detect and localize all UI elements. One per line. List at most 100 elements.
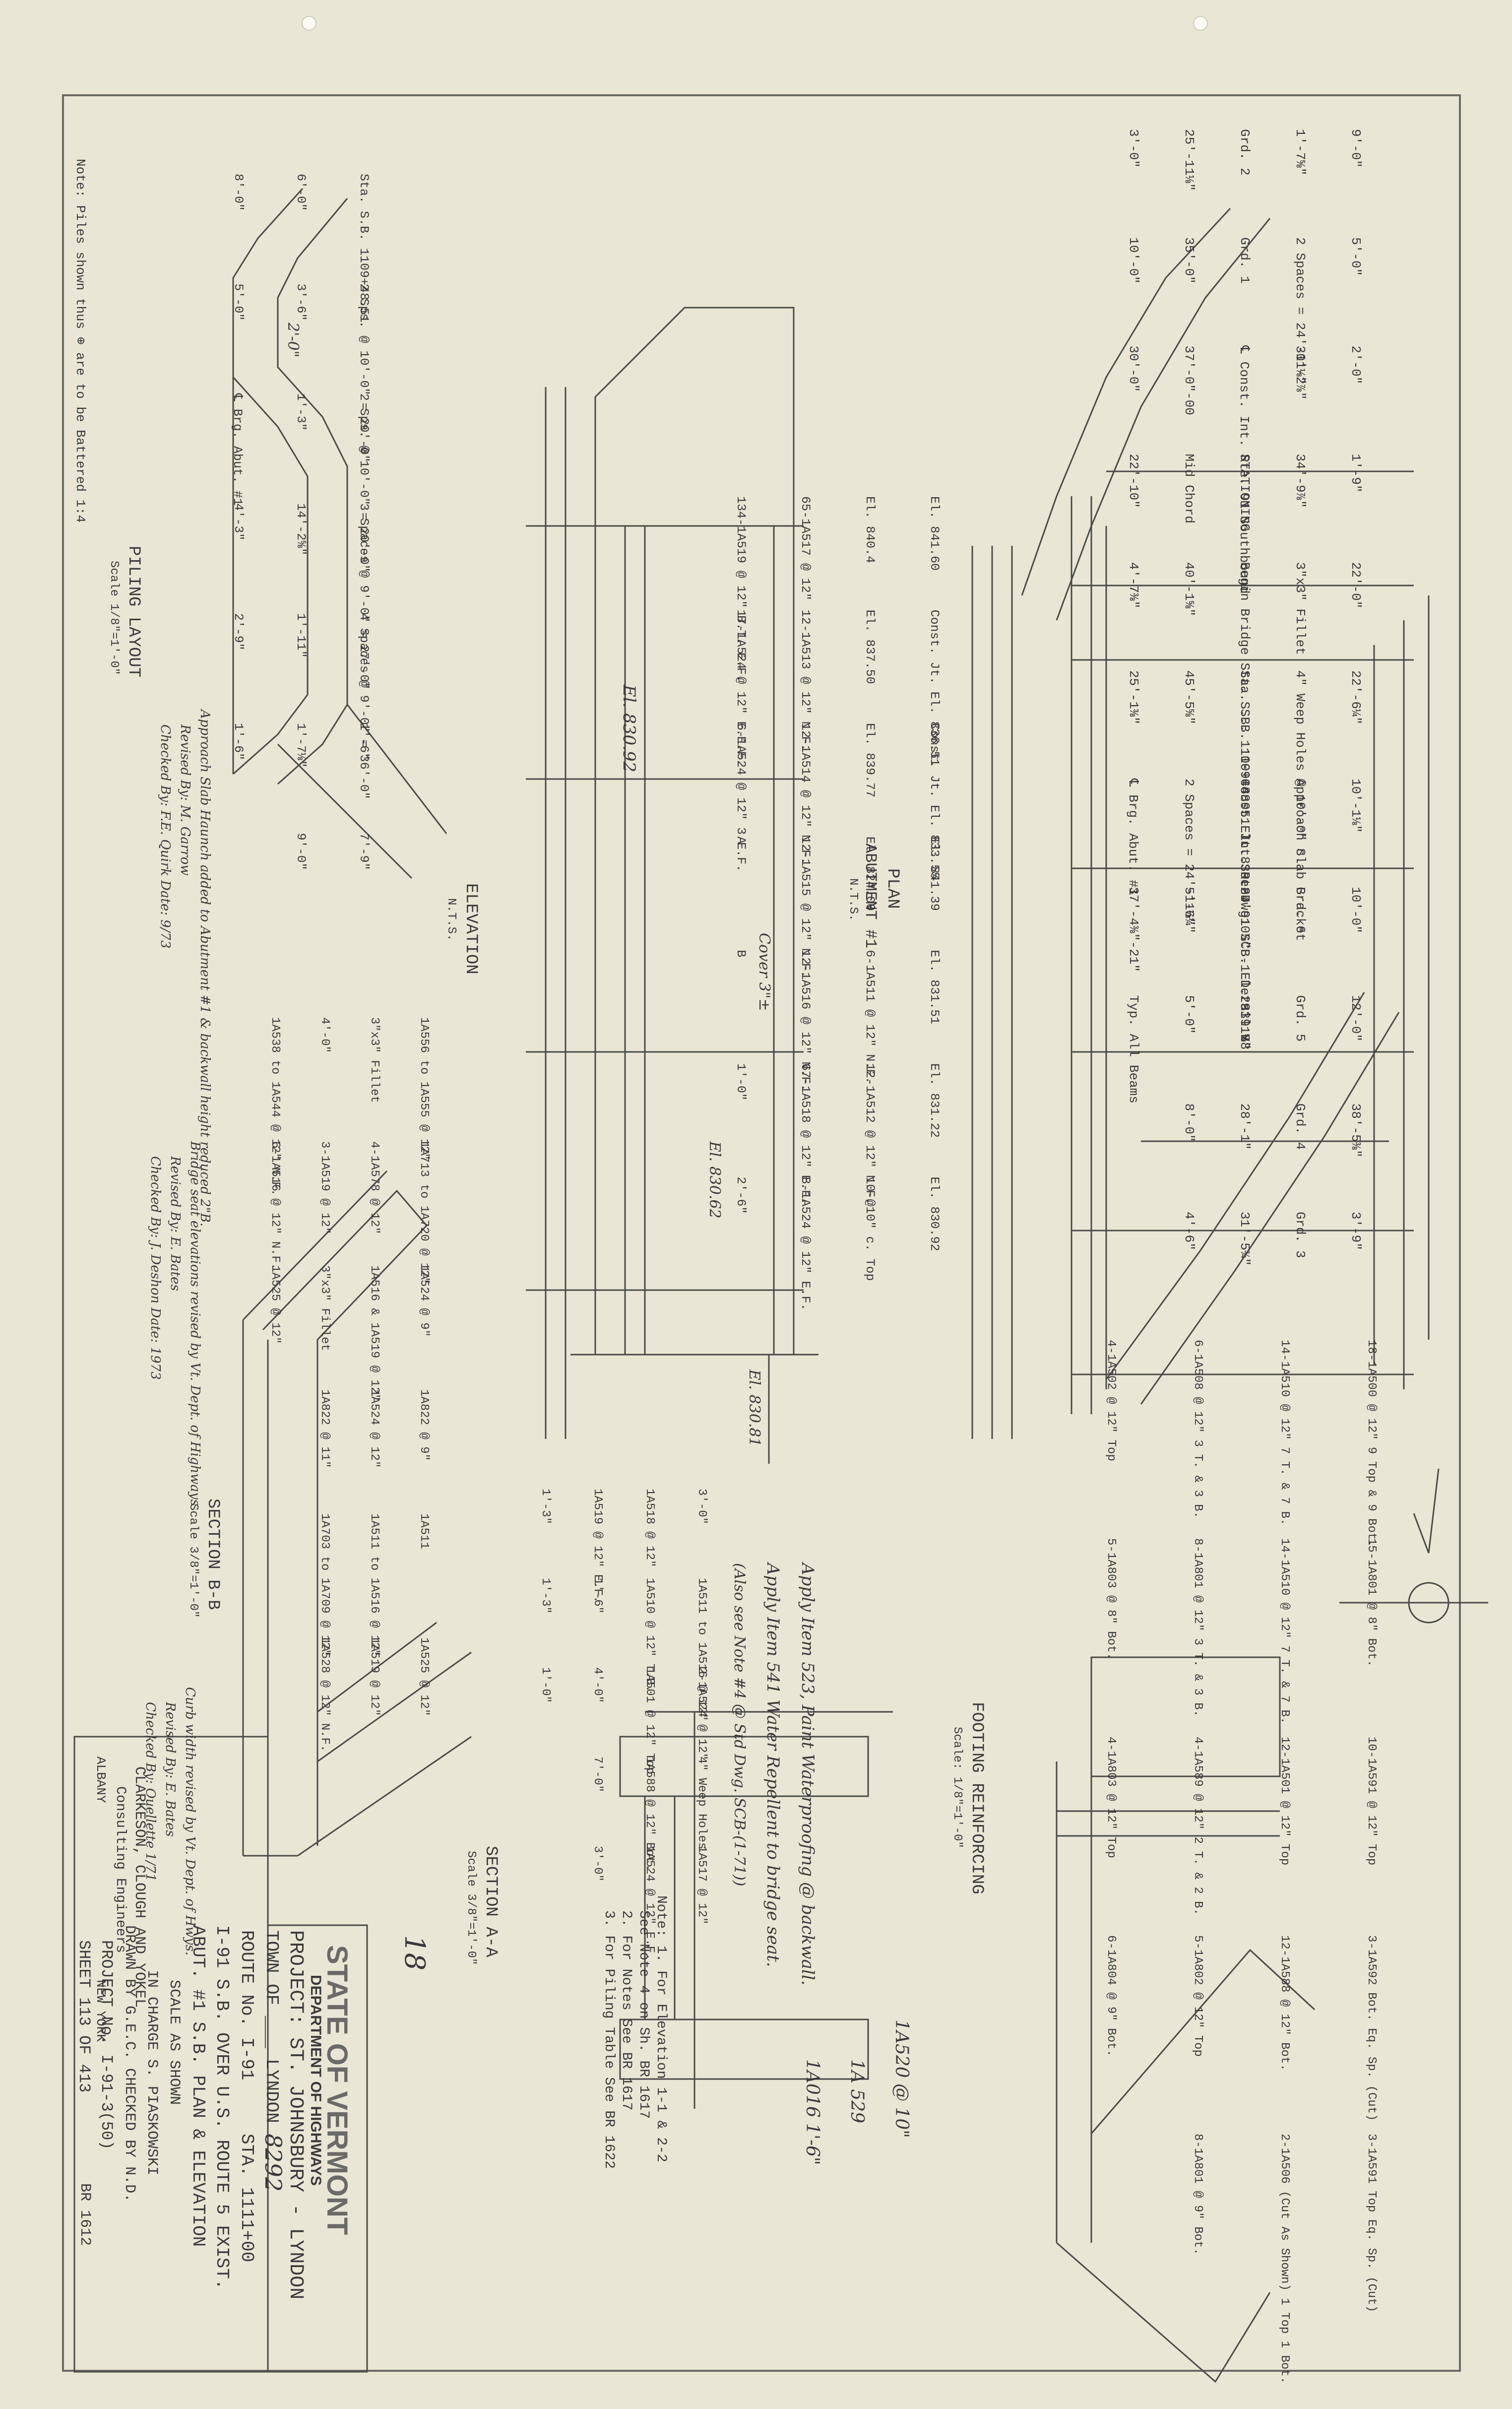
- footing-label: 15-1A801 @ 8" Bot.: [1365, 1538, 1378, 1667]
- title-sheet-title-1: I-91 S.B. OVER U.S. ROUTE 5 EXIST.: [212, 1925, 232, 2290]
- plan-label: 10'-0": [1126, 237, 1141, 284]
- piling-label: 4 Spaces @ 9'-0" = 36'-0": [357, 613, 371, 799]
- footing-label: 5-1A802 @ 12" Top: [1191, 1935, 1204, 2057]
- plan-view-linework: [971, 207, 1430, 1439]
- plan-label: Grd. 5: [1293, 995, 1308, 1042]
- hw-callout-1: 1A520 @ 10": [891, 2019, 912, 2138]
- section-aa-label: 1A518 @ 12": [643, 1489, 656, 1567]
- plan-label: 28'-1": [1237, 1103, 1252, 1150]
- elevation-label: 1'-0": [734, 1063, 748, 1101]
- title-state: STATE OF VERMONT: [321, 1945, 353, 2235]
- section-bb-label: 3-1A519 @ 12": [318, 1141, 331, 1235]
- title-project-no: PROJECT No. I-91-3(50): [97, 1940, 116, 2150]
- title-br: BR 1612: [76, 2183, 93, 2246]
- piling-label: 1'-6": [357, 723, 371, 761]
- general-note-3: 3. For Piling Table See BR 1622: [601, 1910, 617, 2169]
- plan-label: 3"x3" Fillet: [1293, 562, 1308, 655]
- hw-see-note: (Also see Note #4 @ Std Dwg. SCB-(1-71)): [731, 1563, 748, 1887]
- hw-callout-2: 1A 529: [847, 2059, 867, 2124]
- footing-title: FOOTING REINFORCING: [967, 1702, 986, 1894]
- elevation-label: 10-@10" c. Top: [863, 1176, 877, 1281]
- plan-label: 8'-0": [1182, 1103, 1197, 1142]
- elevation-label: 8-1A524 @ 12" E.F.: [798, 1176, 813, 1311]
- elevation-label: El. 841.39: [927, 836, 942, 911]
- hw-dim-20: 2'-0": [284, 323, 302, 358]
- plan-label: 40'-1⅝": [1182, 562, 1197, 616]
- footing-label: 4-1A803 @ 12" Top: [1104, 1737, 1118, 1858]
- footing-label: 12-1A588 @ 12" Bot.: [1278, 1935, 1291, 2071]
- title-department: DEPARTMENT OF HIGHWAYS: [308, 1975, 324, 2186]
- footing-label: 12-1A501 @ 12" Top: [1278, 1737, 1291, 1866]
- plan-label: 27'-10⅞": [1237, 887, 1252, 949]
- hw-el-b: El. 830.81: [746, 1369, 763, 1447]
- section-bb-label: 1A713 to 1A720 @ 12": [417, 1141, 431, 1285]
- plan-title: PLAN: [883, 868, 902, 909]
- plan-label: 35'-0": [1182, 237, 1197, 284]
- plan-label: 2'-0": [1348, 345, 1363, 385]
- revision-1: Revised By: M. Garrow: [178, 724, 192, 876]
- section-bb-label: 1A822 @ 9": [417, 1389, 431, 1461]
- plan-label: 30'-0": [1126, 345, 1141, 392]
- piling-label: 2'-9": [231, 613, 246, 651]
- section-aa-label: 1'-0": [539, 1667, 552, 1703]
- plan-label: 10'-1⅛": [1348, 779, 1363, 833]
- elevation-label: El. 841.60: [927, 496, 942, 571]
- hw-paint: Apply Item 523, Paint Waterproofing @ ba…: [798, 1563, 818, 1986]
- plan-label: Grd. 2: [1237, 129, 1252, 176]
- plan-label: 10'-0": [1348, 887, 1363, 933]
- plan-label: 3'-9": [1348, 1211, 1363, 1250]
- piling-label: 9'-0": [294, 833, 309, 870]
- footing-label: 2-1A506 (Cut As Shown) 1 Top 1 Bot.: [1278, 2134, 1291, 2384]
- footing-label: 3-1A592 Bot. Eq. Sp. (Cut): [1365, 1935, 1378, 2121]
- plan-label: STATIONING: [1237, 454, 1252, 531]
- consultant-city-right: NEW YORK: [93, 1980, 108, 2042]
- revision-6: Curb width revised by Vt. Dept. of Hwys.: [183, 1687, 197, 1956]
- plan-label: 9'-0": [1348, 129, 1363, 168]
- elevation-label: El. 837.50: [863, 609, 877, 684]
- section-bb-label: 1A528 @ 12" N.F.: [318, 1637, 331, 1752]
- hw-repellent: Apply Item 541 Water Repellent to bridge…: [763, 1563, 783, 1967]
- title-sheet-title-2: ABUT. #1 S.B. PLAN & ELEVATION: [188, 1925, 208, 2247]
- plan-label: Grd. 4: [1293, 1103, 1308, 1150]
- title-handwritten-no: 8292: [260, 2134, 287, 2192]
- elevation-label: El. 839.77: [863, 723, 877, 798]
- elevation-title: ELEVATION: [461, 883, 480, 975]
- plan-label: Grd. 3: [1293, 1211, 1308, 1258]
- section-bb-label: 1A511 to 1A516 @ 12": [368, 1513, 381, 1657]
- title-project: PROJECT: ST. JOHNSBURY - LYNDON: [284, 1930, 307, 2300]
- revision-3: Bridge seat elevations revised by Vt. De…: [188, 1141, 202, 1506]
- piling-title: PILING LAYOUT: [124, 546, 143, 678]
- section-bb-label: 3"x3" Fillet: [368, 1017, 381, 1103]
- section-bb-label: 6-1A516 @ 12" N.F.: [268, 1141, 282, 1270]
- plan-label: 29'-1⅝": [1237, 995, 1252, 1049]
- section-aa-label: 1A517 @ 12": [695, 1846, 708, 1925]
- plan-label: 22'-6¼": [1348, 670, 1363, 725]
- footing-label: 3-1A591 Top Eq. Sp. (Cut): [1365, 2134, 1378, 2313]
- plan-label: 4'-7⅜": [1126, 562, 1141, 609]
- piling-label: ℄ Brg. Abut. #1: [230, 393, 245, 506]
- consultant-city-left: ALBANY: [93, 1757, 108, 1803]
- footing-label: 4-1A502 @ 12" Top: [1104, 1340, 1118, 1461]
- section-bb-label: 1A516 & 1A519 @ 12": [368, 1265, 381, 1401]
- elevation-label: El. 840.4: [863, 496, 877, 564]
- footing-label: 4-1A589 @ 12" 2 T. & 2 B.: [1191, 1737, 1204, 1916]
- section-aa-label: 2-1A524 @ 12": [695, 1667, 708, 1760]
- plan-label: 38'-5⅜": [1348, 1103, 1363, 1158]
- plan-label: 25'-11⅛": [1182, 129, 1197, 191]
- revision-8: Checked By: Ouellette 1/71: [143, 1702, 158, 1882]
- pile-note: Note: Piles shown thus ⊕ are to be Batte…: [73, 159, 88, 523]
- title-scale: SCALE AS SHOWN: [166, 1980, 183, 2105]
- piling-label: 5'-0": [231, 283, 246, 321]
- elevation-label: 6-1A524 @ 12" 3 E.F.: [734, 723, 748, 872]
- footing-label: 8-1A801 @ 12" 3 T. & 3 B.: [1191, 1538, 1204, 1717]
- plan-label: 30'-2⅞": [1293, 345, 1308, 400]
- section-aa-label: 4'-0": [591, 1667, 604, 1703]
- section-aa-label: 1'-3": [539, 1578, 552, 1614]
- plan-label: 31'-5¾": [1237, 1211, 1252, 1266]
- general-note-2: 2. For Notes See BR 1617: [619, 1910, 634, 2111]
- section-bb-label: 1A556 to 1A555 @ 12": [417, 1017, 431, 1161]
- footing-label: 18-1A500 @ 12" 9 Top & 9 Bot.: [1365, 1340, 1378, 1547]
- elevation-label: A: [734, 836, 748, 844]
- piling-label: 1'-11": [294, 613, 309, 658]
- elevation-label: 65-1A517 @ 12": [798, 496, 813, 601]
